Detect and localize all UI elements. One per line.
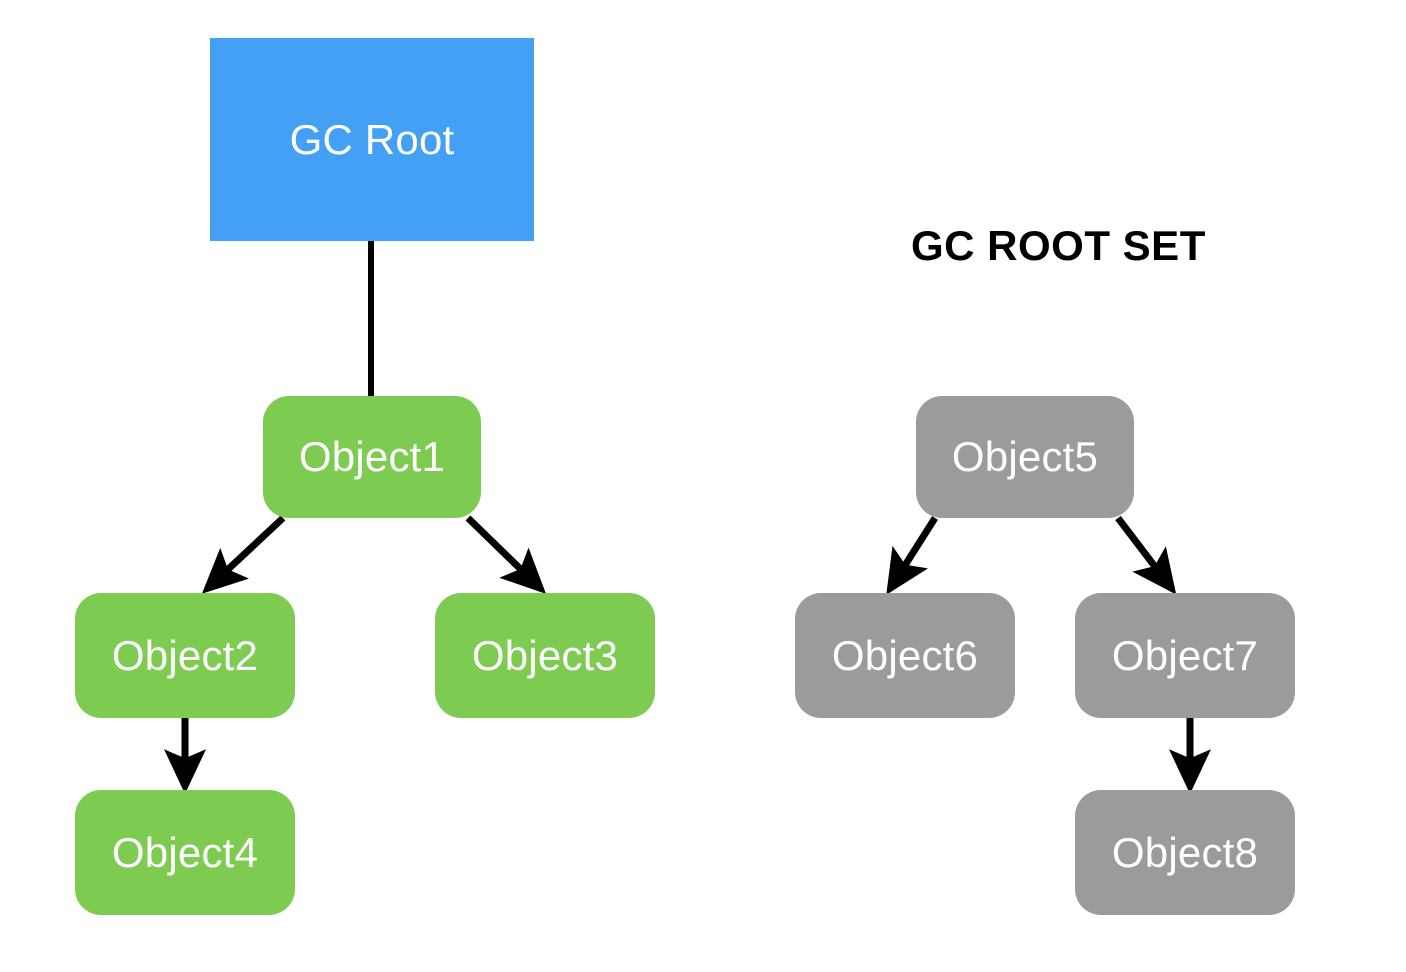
- edge-object1-to-object3: [465, 515, 547, 594]
- node-label-gcroot: GC Root: [289, 115, 455, 163]
- node-object8[interactable]: Object8: [1075, 790, 1295, 915]
- node-label-object3: Object3: [471, 631, 619, 679]
- node-label-object4: Object4: [111, 828, 259, 876]
- edge-object5-to-object6: [886, 516, 938, 595]
- node-object2[interactable]: Object2: [75, 593, 295, 718]
- node-label-object6: Object6: [831, 631, 979, 679]
- node-label-object1: Object1: [298, 433, 446, 480]
- node-label-object5: Object5: [951, 433, 1099, 480]
- edge-object5-to-object7: [1115, 515, 1177, 595]
- node-object4[interactable]: Object4: [75, 790, 295, 915]
- node-object6[interactable]: Object6: [795, 593, 1015, 718]
- node-gcroot[interactable]: GC Root: [210, 38, 534, 241]
- node-object7[interactable]: Object7: [1075, 593, 1295, 718]
- edge-object1-to-object2: [201, 515, 286, 594]
- node-label-object7: Object7: [1111, 631, 1259, 679]
- node-object5[interactable]: Object5: [916, 396, 1134, 518]
- node-object3[interactable]: Object3: [435, 593, 655, 718]
- node-object1[interactable]: Object1: [263, 396, 481, 518]
- gc-root-set-title: GC ROOT SET: [911, 222, 1206, 269]
- node-label-object2: Object2: [111, 631, 259, 679]
- node-label-object8: Object8: [1111, 828, 1259, 876]
